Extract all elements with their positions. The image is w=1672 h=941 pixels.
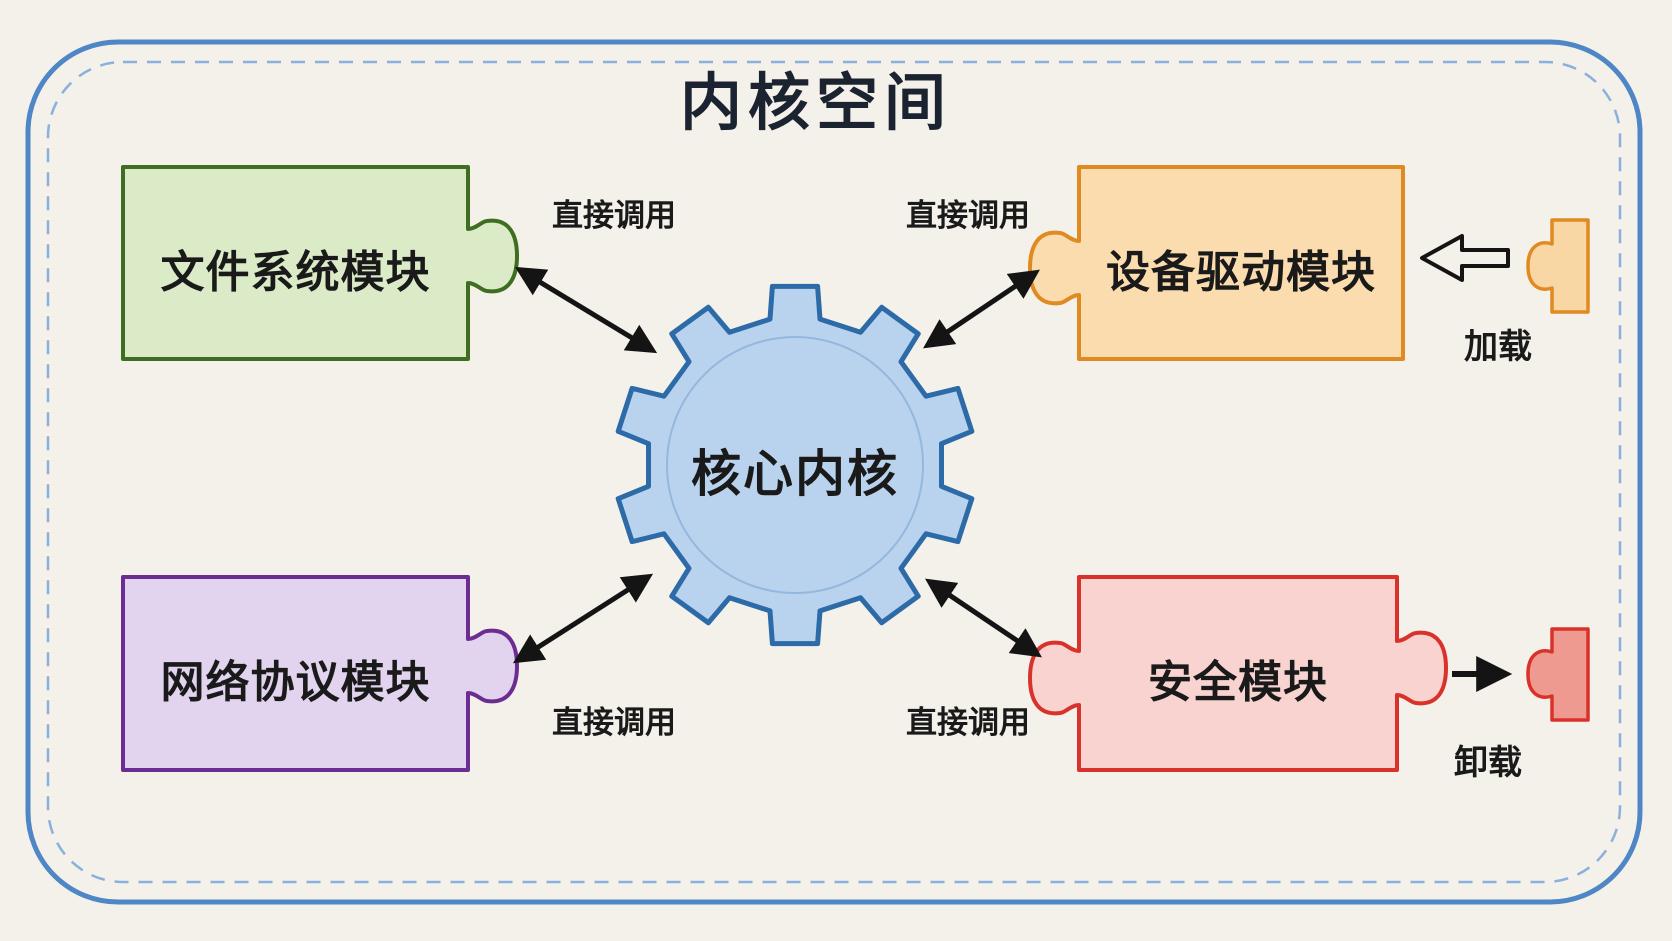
arrow-dev-core: [923, 269, 1040, 349]
kernel-space-frame: [25, 39, 1643, 905]
load-label: 加载: [1464, 327, 1532, 367]
device-driver-module-label: 设备驱动模块: [1106, 247, 1376, 298]
core-kernel-label: 核心内核: [691, 445, 899, 503]
unload-module-piece: [1526, 627, 1590, 722]
arrow-sec-core: [925, 578, 1042, 658]
security-module-label: 安全模块: [1148, 657, 1328, 708]
unload-label: 卸载: [1454, 743, 1522, 783]
load-arrow: [1420, 234, 1510, 282]
security-module-piece: [1028, 575, 1448, 772]
edge-label-fs: 直接调用: [552, 198, 676, 234]
arrow-fs-core: [514, 266, 658, 354]
file-system-module-piece: [121, 165, 519, 361]
arrow-net-core: [512, 573, 654, 664]
kernel-space-inner-dashed: [46, 60, 1622, 884]
core-kernel-gear-inner-ring: [666, 336, 924, 594]
core-kernel-gear: [615, 283, 975, 647]
edge-label-dev: 直接调用: [906, 198, 1030, 234]
network-protocol-module-piece: [121, 575, 519, 772]
edge-label-sec: 直接调用: [906, 705, 1030, 741]
load-module-piece: [1526, 218, 1590, 314]
edge-label-net: 直接调用: [552, 705, 676, 741]
network-protocol-module-label: 网络协议模块: [160, 657, 431, 708]
kernel-space-title: 内核空间: [679, 66, 952, 139]
file-system-module-label: 文件系统模块: [160, 247, 431, 298]
